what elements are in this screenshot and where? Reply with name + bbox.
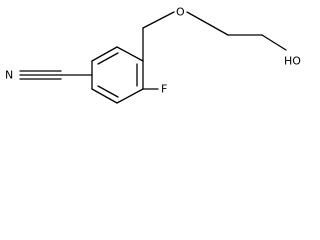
- ring-bond-bottom-right: [116, 88, 144, 104]
- hydroxyl-label: HO: [284, 55, 301, 68]
- ether-chain: O HO: [142, 6, 301, 68]
- ring-bond-top-left-inner: [97, 52, 119, 65]
- ring-bond-bottom-left-inner: [97, 85, 119, 98]
- benzene-ring: [91, 46, 144, 104]
- oxygen-to-ethylene-bond: [186, 11, 229, 36]
- oxygen-label: O: [176, 6, 185, 19]
- ring-bond-top-left: [91, 46, 118, 62]
- chemical-structure-diagram: N F O HO: [5, 6, 301, 104]
- nitrile-group: N: [5, 69, 93, 82]
- ring-bond-top-right: [116, 46, 144, 62]
- fluoro-group: F: [142, 83, 167, 96]
- nitrogen-label: N: [5, 69, 13, 82]
- fluorine-label: F: [161, 83, 167, 96]
- methylene-to-oxygen-bond: [142, 11, 175, 29]
- ethylene-to-hydroxyl-bond: [261, 34, 287, 51]
- ring-bond-bottom-left: [91, 88, 118, 104]
